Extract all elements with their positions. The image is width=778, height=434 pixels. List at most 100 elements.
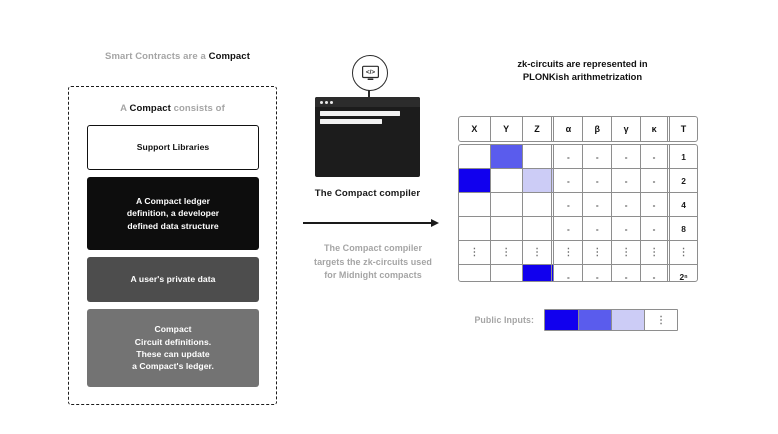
consists-suffix: consists of xyxy=(170,103,225,114)
arrow-line xyxy=(303,222,437,224)
window-code-line-2 xyxy=(320,119,382,124)
matrix-cell-r2-γ: - xyxy=(612,169,642,192)
matrix-cell-r2-T: 2 xyxy=(681,175,686,186)
matrix-cell-r5-Y: ⋮ xyxy=(491,241,523,264)
matrix-cell-r1-Y xyxy=(490,145,523,168)
matrix-cell-r6-T: 2ⁿ xyxy=(679,271,688,282)
vertical-ellipsis-icon: ⋮ xyxy=(563,246,573,258)
matrix-cell-r3-Y xyxy=(491,193,523,216)
matrix-cell-r2-Z xyxy=(522,169,555,192)
matrix-cell-r5-γ: ⋮ xyxy=(612,241,642,264)
vertical-ellipsis-icon: ⋮ xyxy=(469,246,479,258)
matrix-cell-r2-α: - xyxy=(554,169,584,192)
arrow-caption-line2: targets the zk-circuits used xyxy=(314,256,432,267)
matrix-cell-r4-γ: - xyxy=(612,217,642,240)
matrix-cell-r5-T: ⋮ xyxy=(670,241,697,264)
matrix-row: ----4 xyxy=(459,193,697,217)
public-inputs-row: Public Inputs: ⋮ xyxy=(398,308,678,332)
matrix-cell-r6-β: - xyxy=(583,265,613,281)
svg-text:</>: </> xyxy=(365,69,375,76)
code-monitor-icon: </> xyxy=(352,55,388,91)
ledger-line1-suffix: ledger xyxy=(181,195,210,206)
matrix-cell-r4-α: - xyxy=(554,217,584,240)
arrow-caption-line1: The Compact compiler xyxy=(323,243,423,253)
matrix-cell-r3-γ: - xyxy=(612,193,642,216)
compiler-window-illustration xyxy=(315,97,420,177)
matrix-cell-r1-Z xyxy=(523,145,555,168)
matrix-cell-r3-β: - xyxy=(583,193,613,216)
matrix-cell-r4-Z xyxy=(523,217,555,240)
vertical-ellipsis-icon: ⋮ xyxy=(656,313,666,325)
circuit-line2: Circuit definitions. xyxy=(134,336,212,347)
matrix-row: ----8 xyxy=(459,217,697,241)
compact-consists-of-label: A Compact consists of xyxy=(68,102,277,115)
compact-contents-dashed-box xyxy=(68,86,277,405)
badge-connector-line xyxy=(368,88,370,102)
support-libraries-box: Support Libraries xyxy=(87,125,259,170)
matrix-row: ----2 xyxy=(459,169,697,193)
ledger-line1-prefix: A xyxy=(135,195,145,206)
matrix-cell-r4-β: - xyxy=(583,217,613,240)
vertical-ellipsis-icon: ⋮ xyxy=(621,246,631,258)
arrow-caption: The Compact compiler targets the zk-circ… xyxy=(298,242,448,283)
circuit-line1: Compact xyxy=(154,324,192,335)
public-input-cell-4: ⋮ xyxy=(644,310,677,330)
matrix-column-header-Z: Z xyxy=(523,117,555,141)
compact-circuit-box: Compact Circuit definitions. These can u… xyxy=(87,309,259,387)
vertical-ellipsis-icon: ⋮ xyxy=(649,246,659,258)
left-panel-heading: Smart Contracts are a Compact xyxy=(60,50,295,63)
user-private-data-label: A user's private data xyxy=(130,274,216,285)
matrix-row: ----1 xyxy=(459,145,697,169)
circuit-line4: a Compact's ledger. xyxy=(132,361,214,372)
right-heading-line2: PLONKish arithmetrization xyxy=(522,71,643,82)
matrix-column-header-T: T xyxy=(680,124,687,134)
matrix-cell-r4-T: 8 xyxy=(681,223,686,234)
zk-circuits-heading: zk-circuits are represented in PLONKish … xyxy=(470,57,695,83)
smart-contracts-panel: Smart Contracts are a Compact xyxy=(60,50,295,63)
matrix-cell-r1-β: - xyxy=(583,145,613,168)
matrix-cell-r2-β: - xyxy=(583,169,613,192)
matrix-cell-r1-γ: - xyxy=(612,145,642,168)
matrix-cell-r5-α: ⋮ xyxy=(554,241,584,264)
support-libraries-label: Support Libraries xyxy=(136,142,210,153)
matrix-cell-r2-κ: - xyxy=(641,169,671,192)
matrix-cell-r6-Y xyxy=(491,265,523,281)
matrix-column-header-X: X xyxy=(459,117,491,141)
matrix-cell-r6-Z xyxy=(522,265,555,281)
public-inputs-label: Public Inputs: xyxy=(474,315,534,325)
matrix-cell-r5-X: ⋮ xyxy=(459,241,491,264)
matrix-column-header-β: β xyxy=(583,117,613,141)
ledger-line1-bold: Compact xyxy=(144,195,182,206)
window-dot-maximize-icon xyxy=(330,100,333,104)
matrix-cell-r1-κ: - xyxy=(641,145,671,168)
window-dot-minimize-icon xyxy=(325,100,328,104)
matrix-cell-r6-X xyxy=(459,265,491,281)
window-code-line-1 xyxy=(320,111,400,116)
plonkish-matrix-body: ----1----2----4----8⋮⋮⋮⋮⋮⋮⋮⋮----2ⁿ xyxy=(458,144,698,282)
consists-bold: Compact xyxy=(129,103,171,114)
matrix-cell-r5-κ: ⋮ xyxy=(641,241,671,264)
user-private-data-box: A user's private data xyxy=(87,257,259,302)
matrix-cell-r3-α: - xyxy=(554,193,584,216)
matrix-column-header-γ: γ xyxy=(612,117,642,141)
compact-circuit-label: Compact Circuit definitions. These can u… xyxy=(122,323,224,373)
public-input-cell-2 xyxy=(578,310,611,330)
matrix-cell-r4-Y xyxy=(491,217,523,240)
matrix-column-header-κ: κ xyxy=(641,117,671,141)
vertical-ellipsis-icon: ⋮ xyxy=(592,246,602,258)
matrix-cell-r1-T: 1 xyxy=(681,151,686,162)
matrix-cell-r3-X xyxy=(459,193,491,216)
matrix-row: ⋮ ⋮ ⋮ ⋮ ⋮ ⋮ ⋮ ⋮ xyxy=(459,241,697,265)
left-heading-prefix: Smart Contracts are a xyxy=(105,51,209,62)
public-input-cell-1 xyxy=(545,310,578,330)
window-titlebar xyxy=(315,97,420,107)
matrix-cell-r1-X xyxy=(459,145,491,168)
matrix-column-header-Y: Y xyxy=(491,117,523,141)
right-heading-line1: zk-circuits are represented in xyxy=(517,58,648,69)
compact-ledger-label: A Compact ledger definition, a developer… xyxy=(117,195,229,232)
vertical-ellipsis-icon: ⋮ xyxy=(532,246,542,258)
matrix-cell-r1-α: - xyxy=(554,145,584,168)
matrix-cell-r3-T: 4 xyxy=(681,199,686,210)
matrix-cell-r5-β: ⋮ xyxy=(583,241,613,264)
matrix-cell-r3-κ: - xyxy=(641,193,671,216)
